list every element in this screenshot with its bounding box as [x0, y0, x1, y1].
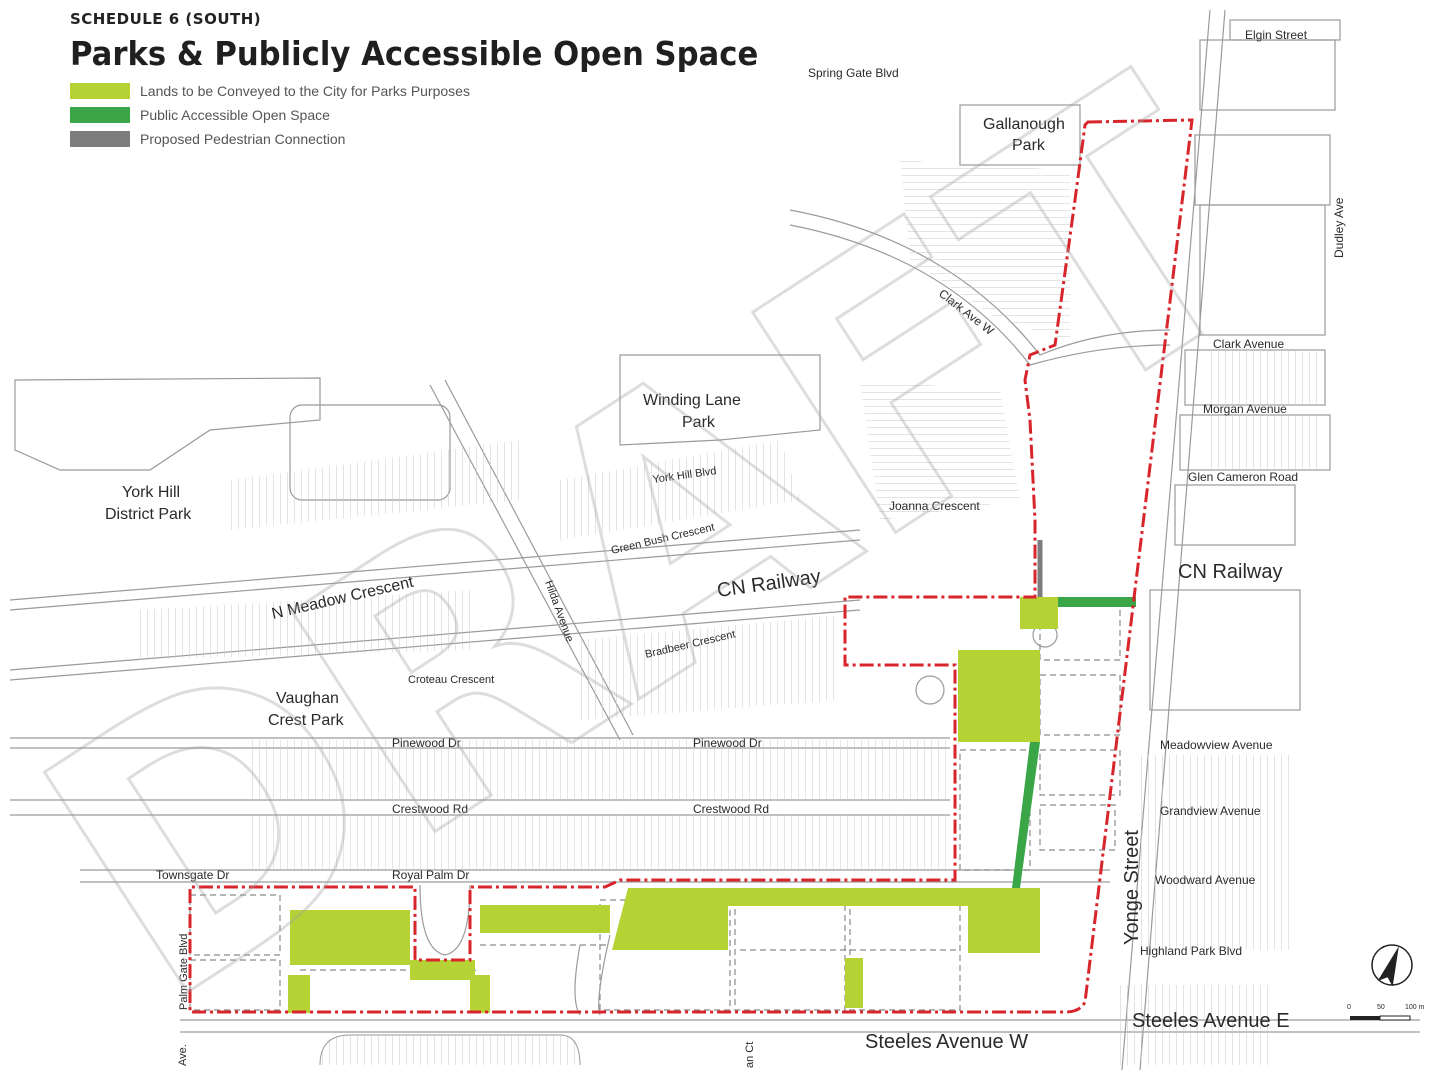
label-vaughan-crest-park-1: Vaughan — [276, 690, 339, 707]
label-steeles-avenue-e: Steeles Avenue E — [1132, 1010, 1290, 1032]
label-grandview-avenue: Grandview Avenue — [1160, 804, 1261, 818]
label-croteau-crescent: Croteau Crescent — [408, 674, 494, 686]
legend-swatch-open-space — [70, 107, 130, 123]
legend-label-open-space: Public Accessible Open Space — [140, 107, 330, 123]
label-vaughan-crest-park-2: Crest Park — [268, 712, 345, 729]
label-gallanough-park-1: Gallanough — [983, 116, 1065, 133]
legend-label-parks: Lands to be Conveyed to the City for Par… — [140, 83, 470, 99]
legend-swatch-pedestrian — [70, 131, 130, 147]
label-gallanough-park-2: Park — [1012, 137, 1046, 154]
residential-lots — [140, 160, 1320, 1066]
study-area-boundary — [188, 118, 1194, 1014]
label-cn-railway-east: CN Railway — [1178, 561, 1282, 583]
legend-label-pedestrian: Proposed Pedestrian Connection — [140, 131, 346, 147]
legend: Lands to be Conveyed to the City for Par… — [70, 79, 810, 151]
label-an-ct-fragment: an Ct — [744, 1042, 756, 1068]
label-crestwood-rd-west: Crestwood Rd — [392, 802, 468, 816]
north-arrow-icon — [1371, 944, 1413, 987]
label-meadowview-avenue: Meadowview Avenue — [1160, 738, 1273, 752]
scale-bar: 0 50 100 m — [1347, 1004, 1425, 1021]
label-highland-park-blvd: Highland Park Blvd — [1140, 944, 1242, 958]
label-crestwood-rd-east: Crestwood Rd — [693, 802, 769, 816]
label-joanna-crescent: Joanna Crescent — [889, 499, 980, 513]
label-palm-gate-blvd: Palm Gate Blvd — [178, 934, 190, 1010]
scale-tick-50: 50 — [1377, 1004, 1385, 1011]
public-open-space — [1012, 597, 1136, 888]
legend-item-parks: Lands to be Conveyed to the City for Par… — [70, 79, 810, 103]
label-winding-lane-park-2: Park — [682, 414, 716, 431]
map-header: SCHEDULE 6 (SOUTH) Parks & Publicly Acce… — [70, 10, 810, 151]
park-lands — [288, 597, 1058, 1013]
label-pinewood-dr-east: Pinewood Dr — [693, 736, 762, 750]
legend-swatch-parks — [70, 83, 130, 99]
label-dudley-ave: Dudley Ave — [1332, 197, 1346, 258]
label-york-hill-district-park-2: District Park — [105, 506, 192, 523]
label-ave-fragment: Ave. — [177, 1044, 189, 1066]
legend-item-pedestrian: Proposed Pedestrian Connection — [70, 127, 810, 151]
legend-item-open-space: Public Accessible Open Space — [70, 103, 810, 127]
label-pinewood-dr-west: Pinewood Dr — [392, 736, 461, 750]
label-elgin-street: Elgin Street — [1245, 28, 1308, 42]
label-glen-cameron-road: Glen Cameron Road — [1188, 470, 1298, 484]
label-york-hill-district-park-1: York Hill — [122, 484, 180, 501]
scale-tick-100: 100 m — [1405, 1004, 1425, 1011]
scale-tick-0: 0 — [1347, 1004, 1351, 1011]
page-title: Parks & Publicly Accessible Open Space — [70, 34, 759, 73]
label-townsgate-dr: Townsgate Dr — [156, 868, 229, 882]
label-morgan-avenue: Morgan Avenue — [1203, 402, 1287, 416]
label-steeles-avenue-w: Steeles Avenue W — [865, 1031, 1028, 1053]
label-spring-gate-blvd: Spring Gate Blvd — [808, 66, 899, 80]
label-woodward-avenue: Woodward Avenue — [1155, 873, 1256, 887]
label-yonge-street: Yonge Street — [1121, 830, 1143, 945]
schedule-label: SCHEDULE 6 (SOUTH) — [70, 10, 262, 28]
label-clark-avenue: Clark Avenue — [1213, 337, 1284, 351]
label-winding-lane-park-1: Winding Lane — [643, 392, 741, 409]
label-royal-palm-dr: Royal Palm Dr — [392, 868, 469, 882]
